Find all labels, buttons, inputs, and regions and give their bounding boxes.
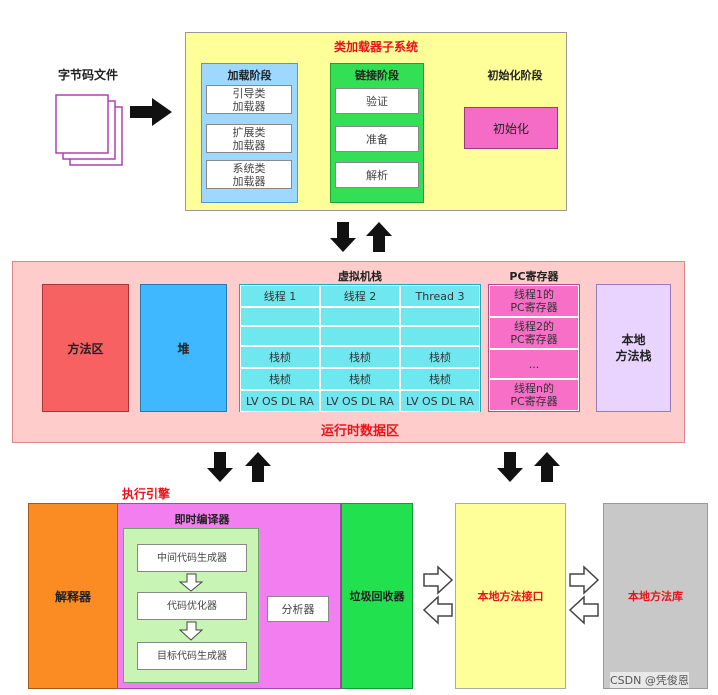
hollow-arrow-down-icon	[178, 573, 204, 592]
hollow-arrow-right-icon	[569, 565, 600, 595]
thread-1-empty	[240, 326, 320, 346]
garbage-collector-box: 垃圾回收器	[341, 503, 413, 689]
method-area-box: 方法区	[42, 284, 129, 412]
thread-1-frame: 栈桢	[240, 346, 320, 368]
target-code-generator-box: 目标代码生成器	[137, 642, 247, 670]
thread-2-empty	[320, 307, 400, 326]
class-loader-title: 类加载器子系统	[333, 40, 418, 54]
thread-2-frame: 栈桢	[320, 346, 400, 368]
execution-engine-title: 执行引擎	[122, 487, 171, 501]
interpreter-box: 解释器	[28, 503, 118, 689]
system-loader-box: 系统类 加载器	[206, 160, 292, 189]
arrow-down-icon	[207, 452, 233, 482]
hollow-arrow-left-icon	[568, 595, 599, 625]
vm-stack-title: 虚拟机栈	[338, 270, 382, 283]
thread-2-empty	[320, 326, 400, 346]
jit-compiler-title: 即时编译器	[174, 513, 230, 526]
thread-1-header: 线程 1	[240, 285, 320, 307]
init-phase-title: 初始化阶段	[487, 69, 543, 82]
thread-1-empty	[240, 307, 320, 326]
thread-2-frame-detail: LV OS DL RA	[320, 390, 400, 412]
verify-box: 验证	[335, 88, 419, 114]
arrow-right-icon	[130, 98, 172, 126]
arrow-up-icon	[245, 452, 271, 482]
pc-register-title: PC寄存器	[509, 270, 559, 283]
native-method-library-box: 本地方法库	[603, 503, 708, 689]
code-optimizer-box: 代码优化器	[137, 592, 247, 620]
arrow-down-icon	[330, 222, 356, 252]
thread-1-frame-detail: LV OS DL RA	[240, 390, 320, 412]
thread-3-frame: 栈桢	[400, 346, 480, 368]
pc-register-thread-n: 线程n的 PC寄存器	[489, 379, 579, 411]
runtime-title: 运行时数据区	[320, 424, 399, 439]
native-method-stack-box: 本地 方法栈	[596, 284, 671, 412]
thread-3-empty	[400, 326, 480, 346]
thread-3-frame: 栈桢	[400, 368, 480, 390]
pc-register-thread-1: 线程1的 PC寄存器	[489, 285, 579, 317]
thread-1-frame: 栈桢	[240, 368, 320, 390]
arrow-down-icon	[497, 452, 523, 482]
native-method-interface-box: 本地方法接口	[455, 503, 566, 689]
hollow-arrow-down-icon	[178, 621, 204, 641]
bytecode-file-label: 字节码文件	[58, 68, 119, 82]
loading-phase-title: 加载阶段	[227, 69, 272, 82]
arrow-up-icon	[366, 222, 392, 252]
watermark: CSDN @凭俊恩	[610, 672, 689, 688]
analyzer-box: 分析器	[267, 596, 329, 622]
prepare-box: 准备	[335, 126, 419, 152]
intermediate-code-generator-box: 中间代码生成器	[137, 544, 247, 572]
bootstrap-loader-box: 引导类 加载器	[206, 85, 292, 114]
arrow-up-icon	[534, 452, 560, 482]
thread-3-header: Thread 3	[400, 285, 480, 307]
thread-3-empty	[400, 307, 480, 326]
heap-box: 堆	[140, 284, 227, 412]
pc-register-ellipsis: ...	[489, 349, 579, 379]
thread-3-frame-detail: LV OS DL RA	[400, 390, 480, 412]
extension-loader-box: 扩展类 加载器	[206, 124, 292, 153]
thread-2-header: 线程 2	[320, 285, 400, 307]
resolve-box: 解析	[335, 162, 419, 188]
init-box: 初始化	[464, 107, 558, 149]
hollow-arrow-left-icon	[422, 595, 453, 625]
linking-phase-title: 链接阶段	[355, 69, 399, 82]
pc-register-thread-2: 线程2的 PC寄存器	[489, 317, 579, 349]
thread-2-frame: 栈桢	[320, 368, 400, 390]
hollow-arrow-right-icon	[423, 565, 454, 595]
